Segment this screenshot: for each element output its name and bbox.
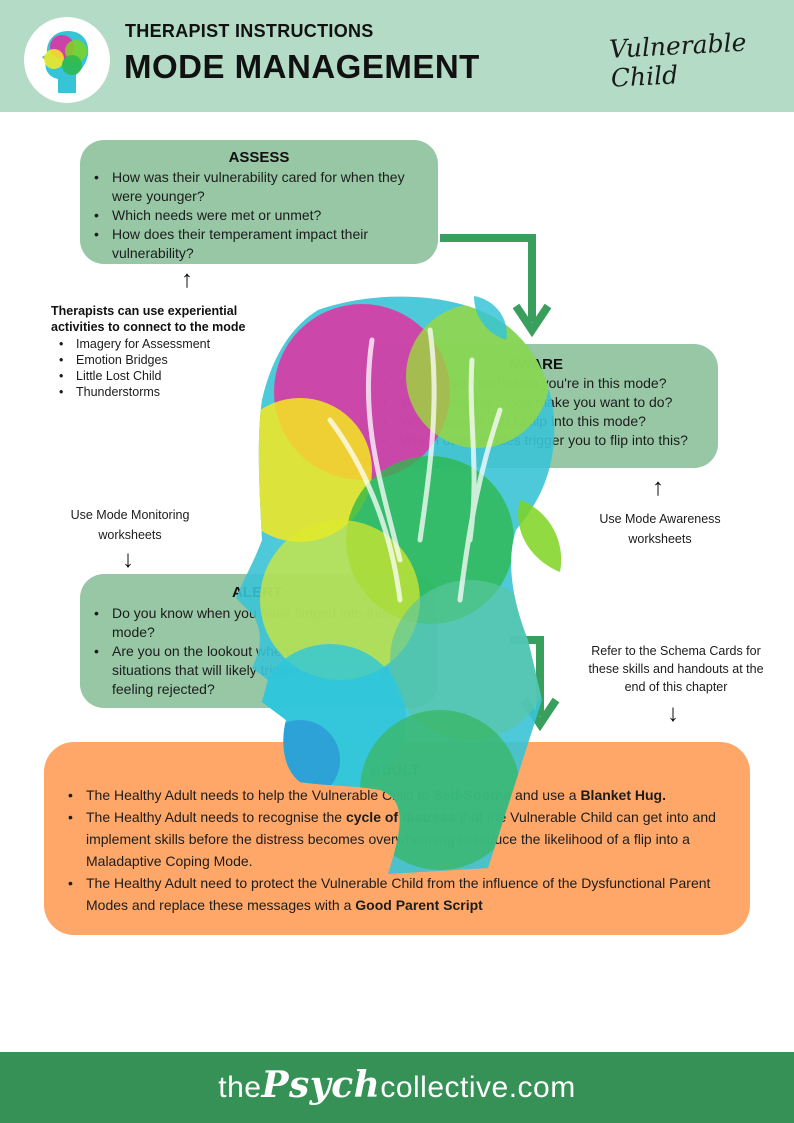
list-item: How was their vulnerability cared for wh… [88, 168, 433, 206]
arrow-down-icon: ↓ [667, 700, 679, 727]
header-banner: THERAPIST INSTRUCTIONS MODE MANAGEMENT V… [0, 0, 794, 112]
list-item: The Healthy Adult need to protect the Vu… [62, 872, 744, 916]
footer-banner: thePsychcollective.com [0, 1052, 794, 1123]
list-item: Which needs were met or unmet? [88, 206, 433, 225]
aware-box: AWARE How do you feel when you're in thi… [360, 344, 718, 468]
arrow-down-icon: ↓ [122, 546, 134, 573]
mode-monitoring-note: Use Mode Monitoring worksheets [70, 508, 190, 542]
mode-awareness-note: Use Mode Awareness worksheets [599, 512, 721, 546]
alert-box: ALERT Do you know when you have flipped … [80, 574, 438, 708]
list-item: Are you on the lookout when you notice s… [88, 642, 418, 699]
list-item: Emotion Bridges [51, 352, 210, 368]
schema-cards-note: Refer to the Schema Cards for these skil… [588, 644, 764, 694]
list-item: What does this mode make you want to do? [376, 393, 716, 412]
head-logo-icon [24, 17, 110, 103]
alert-list: Do you know when you have flipped into t… [88, 604, 418, 699]
mode-name: Vulnerable Child [608, 27, 748, 93]
list-item: How do you feel when you're in this mode… [376, 374, 716, 393]
aware-list: How do you feel when you're in this mode… [376, 374, 716, 450]
assess-title: ASSESS [228, 149, 290, 166]
alert-title: ALERT [232, 584, 282, 601]
activities-list: Imagery for Assessment Emotion Bridges L… [51, 336, 210, 400]
list-item: How does their temperament impact their … [88, 225, 433, 263]
page-title: MODE MANAGEMENT [124, 48, 480, 85]
header-subtitle: THERAPIST INSTRUCTIONS [125, 21, 374, 41]
list-item: What triggers you to flip into this mode… [376, 412, 716, 431]
list-item: The Healthy Adult needs to recognise the… [62, 806, 744, 872]
assess-box: ASSESS How was their vulnerability cared… [80, 140, 438, 264]
adult-box: ADULT The Healthy Adult needs to help th… [44, 742, 750, 935]
list-item: Thunderstorms [51, 384, 210, 400]
aware-title: AWARE [508, 356, 564, 373]
arrow-up-icon: ↑ [652, 474, 664, 501]
activities-title: Therapists can use experiential activiti… [51, 304, 246, 334]
assess-list: How was their vulnerability cared for wh… [88, 168, 433, 263]
adult-list: The Healthy Adult needs to help the Vuln… [62, 784, 744, 916]
list-item: Which other modes trigger you to flip in… [376, 431, 716, 450]
list-item: The Healthy Adult needs to help the Vuln… [62, 784, 744, 806]
list-item: Little Lost Child [51, 368, 210, 384]
adult-title: ADULT [370, 762, 420, 779]
list-item: Imagery for Assessment [51, 336, 210, 352]
footer-brand: thePsychcollective.com [218, 1064, 576, 1106]
list-item: Do you know when you have flipped into t… [88, 604, 418, 642]
arrow-up-icon: ↑ [181, 266, 193, 293]
brand-wordmark: Psych [261, 1064, 381, 1106]
